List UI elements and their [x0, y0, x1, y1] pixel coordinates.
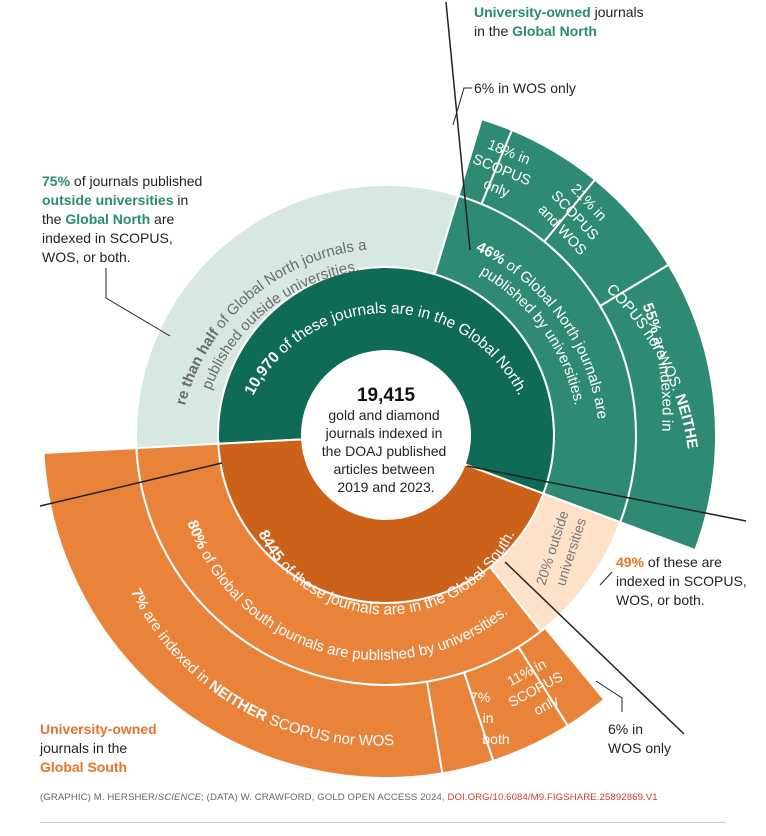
credit-line: (GRAPHIC) M. HERSHER/SCIENCE; (DATA) W. … [40, 792, 658, 803]
annotation-outside-north: 75% of journals published outside univer… [42, 173, 203, 265]
divider-north-end [466, 465, 747, 522]
ring3-south-wos-only [517, 626, 606, 728]
doi-link[interactable]: DOI.ORG/10.6084/M9.FIGSHARE.25892869.V1 [447, 792, 658, 803]
annotation-south-wos-only: 6% in WOS only [608, 721, 672, 756]
title-university-north: University-owned journals in the Global … [474, 4, 644, 39]
divider-south-end [504, 561, 685, 735]
center-disk [303, 352, 469, 518]
divider-south-start [39, 462, 223, 507]
center-total: 19,415 [357, 385, 416, 406]
ring2-north-outside [134, 184, 460, 450]
leader-north-wos-only [452, 87, 472, 126]
ring3-south-neither [42, 447, 444, 779]
divider-north-start [445, 1, 471, 251]
leader-outside-north [105, 268, 171, 337]
center-description: gold and diamond journals indexed in the… [322, 407, 450, 495]
annotation-outside-south: 49% of these are indexed in SCOPUS, WOS,… [616, 554, 747, 608]
leader-outside-south [599, 571, 613, 586]
leader-south-wos-only [595, 680, 623, 712]
ring3-south-scopus-and-wos [425, 671, 495, 775]
title-university-south: University-owned journals in the Global … [40, 721, 157, 775]
footer-rule [40, 822, 726, 823]
ring3-south-scopus-only [462, 645, 570, 763]
south-both-label: 7% in both [470, 689, 510, 747]
ring3-north-neither [598, 263, 717, 552]
annotation-north-wos-only: 6% in WOS only [474, 80, 576, 96]
